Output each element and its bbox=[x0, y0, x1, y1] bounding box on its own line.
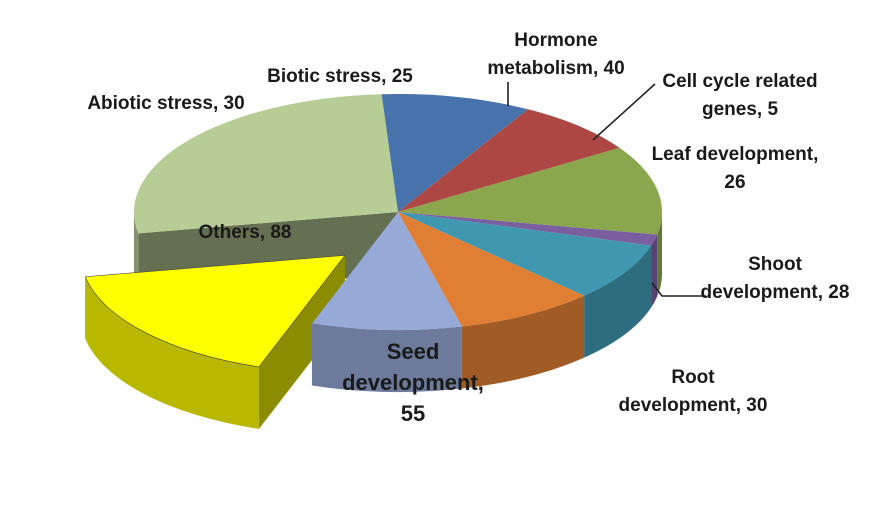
slice-shoot-development bbox=[398, 212, 585, 327]
leader-line-shoot-development bbox=[651, 282, 706, 297]
slice-label-line-leaf-development-0: Leaf development, bbox=[652, 144, 819, 165]
slice-label-line-seed-development-2: 55 bbox=[401, 401, 425, 426]
slice-label-line-root-development-0: Root bbox=[671, 367, 715, 388]
slice-label-line-hormone-metabolism-0: Hormone bbox=[514, 30, 597, 51]
slice-side-seed-development-0 bbox=[85, 276, 259, 429]
slice-leaf-development bbox=[398, 212, 652, 296]
slice-hormone-metabolism bbox=[398, 147, 662, 235]
slice-label-line-seed-development-0: Seed bbox=[387, 339, 440, 364]
slice-cell-cycle-related-genes bbox=[398, 212, 658, 246]
slice-label-line-cell-cycle-related-genes-1: genes, 5 bbox=[702, 99, 778, 120]
slice-label-others: Others, 88 bbox=[199, 222, 292, 243]
slice-label-biotic-stress: Biotic stress, 25 bbox=[267, 66, 413, 87]
slice-side-cell-cycle-related-genes-0 bbox=[651, 234, 658, 308]
slice-biotic-stress bbox=[398, 109, 620, 212]
slice-others bbox=[134, 94, 399, 234]
slice-side-shoot-development-0 bbox=[461, 295, 585, 389]
slice-label-line-hormone-metabolism-1: metabolism, 40 bbox=[487, 58, 624, 79]
slice-label-leaf-development: Leaf development, 26 bbox=[652, 144, 819, 193]
slice-label-cell-cycle-related-genes: Cell cycle related genes, 5 bbox=[662, 71, 817, 120]
pie-top-faces bbox=[84, 94, 662, 368]
slice-side-leaf-development-0 bbox=[584, 245, 652, 358]
slice-label-line-shoot-development-0: Shoot bbox=[748, 254, 802, 275]
slice-side-root-development-0 bbox=[311, 323, 462, 392]
slice-label-hormone-metabolism: Hormone metabolism, 40 bbox=[487, 30, 624, 79]
slice-label-line-biotic-stress-0: Biotic stress, 25 bbox=[267, 66, 413, 87]
slice-label-root-development: Root development, 30 bbox=[619, 367, 768, 416]
slice-label-line-abiotic-stress-0: Abiotic stress, 30 bbox=[87, 93, 244, 114]
slice-root-development bbox=[311, 212, 462, 330]
slice-label-abiotic-stress: Abiotic stress, 30 bbox=[87, 93, 244, 114]
slice-abiotic-stress bbox=[381, 94, 528, 212]
slice-labels: Hormone metabolism, 40 Cell cycle related g… bbox=[87, 30, 849, 426]
slice-label-line-others-0: Others, 88 bbox=[199, 222, 292, 243]
leader-line-cell-cycle-related-genes bbox=[592, 83, 656, 141]
slice-label-shoot-development: Shoot development, 28 bbox=[701, 254, 850, 303]
slice-seed-development bbox=[84, 255, 346, 368]
slice-label-line-shoot-development-1: development, 28 bbox=[701, 282, 850, 303]
slice-label-line-cell-cycle-related-genes-0: Cell cycle related bbox=[662, 71, 817, 92]
slice-label-line-leaf-development-1: 26 bbox=[724, 172, 745, 193]
slice-label-line-root-development-1: development, 30 bbox=[619, 395, 768, 416]
slice-label-line-seed-development-1: development, bbox=[342, 370, 484, 395]
slice-label-seed-development: Seed development, 55 bbox=[342, 339, 484, 426]
slice-side-hormone-metabolism-0 bbox=[657, 212, 662, 297]
label-leader-lines bbox=[507, 82, 706, 297]
